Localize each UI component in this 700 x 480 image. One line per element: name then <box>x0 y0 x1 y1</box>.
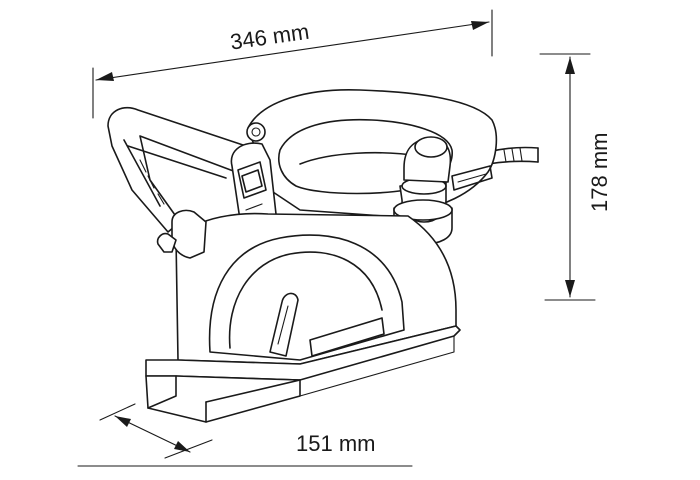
blade-guard <box>175 212 457 365</box>
width-label: 151 mm <box>296 431 375 456</box>
length-arrow-left <box>96 72 114 81</box>
length-dimension-line <box>95 21 490 81</box>
width-extension-left <box>99 403 136 421</box>
motor-housing <box>247 88 498 219</box>
height-dimension: 178 mm <box>539 53 612 301</box>
base-shoe <box>145 325 461 423</box>
depth-knob <box>156 209 207 259</box>
width-extension-right <box>164 439 213 459</box>
width-arrow-right <box>174 441 190 452</box>
height-label: 178 mm <box>587 133 612 212</box>
width-arrow-left <box>115 416 131 427</box>
length-arrow-right <box>471 21 489 30</box>
wall-chaser-tool <box>107 88 539 423</box>
width-dimension: 151 mm <box>77 403 413 467</box>
height-arrow-top <box>565 57 575 74</box>
height-arrow-bottom <box>565 280 575 297</box>
length-label: 346 mm <box>229 19 311 55</box>
dust-port <box>393 136 453 245</box>
